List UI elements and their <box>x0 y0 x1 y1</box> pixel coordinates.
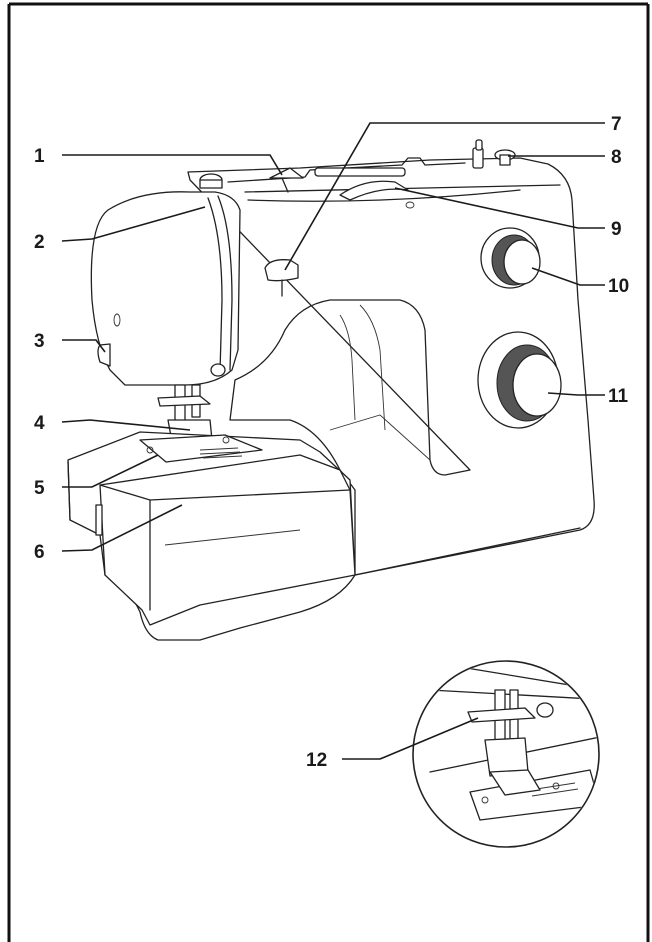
callout-11: 11 <box>608 386 629 407</box>
callout-2: 2 <box>34 232 45 253</box>
callout-3: 3 <box>34 331 45 352</box>
machine-head <box>90 191 241 386</box>
upper-dial <box>480 227 541 289</box>
page-border <box>7 2 650 942</box>
callout-4: 4 <box>34 413 45 434</box>
callout-9: 9 <box>611 219 622 240</box>
presser-foot-detail-inset <box>412 660 600 848</box>
leader-lines <box>61 122 605 760</box>
callout-6: 6 <box>34 542 45 563</box>
callout-8: 8 <box>611 147 622 168</box>
callout-5: 5 <box>34 478 45 499</box>
callout-10: 10 <box>608 276 629 297</box>
callout-7: 7 <box>611 114 622 135</box>
lower-dial <box>477 331 562 429</box>
sewing-machine-illustration <box>67 139 595 641</box>
callout-labels: 1 2 3 4 5 6 7 8 9 10 11 12 <box>34 114 629 771</box>
callout-12: 12 <box>306 750 327 771</box>
callout-1: 1 <box>34 146 45 167</box>
